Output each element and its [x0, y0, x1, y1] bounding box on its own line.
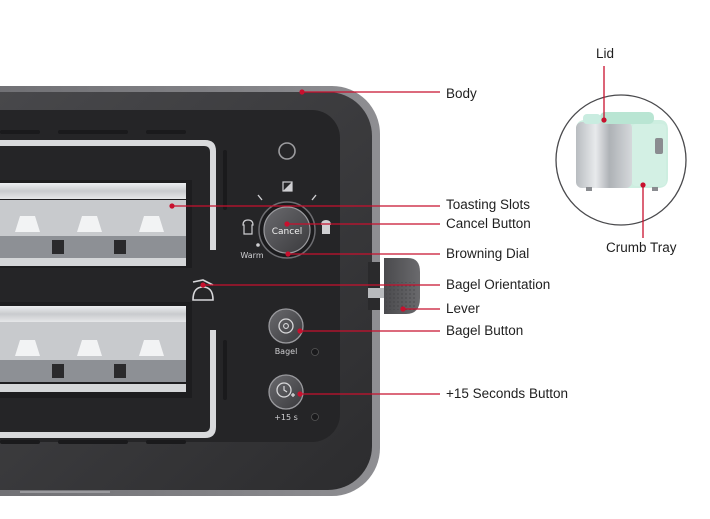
- toaster-side-view: [576, 112, 668, 191]
- label-plus15-button: +15 Seconds Button: [446, 386, 568, 401]
- bagel-button[interactable]: [268, 308, 304, 344]
- plus15-indicator-led: [311, 413, 319, 421]
- label-browning-dial: Browning Dial: [446, 246, 530, 261]
- upper-toasting-slot: [0, 180, 192, 268]
- bagel-text: Bagel: [275, 347, 298, 356]
- leader-lines: [172, 66, 644, 395]
- plus15-button[interactable]: [268, 374, 304, 410]
- inset-toaster-photo: [555, 94, 687, 226]
- bagel-indicator-led: [311, 348, 319, 356]
- leader-dots: [169, 89, 646, 397]
- clock-plus-icon: [276, 382, 295, 398]
- label-bagel-orientation: Bagel Orientation: [446, 277, 551, 292]
- indicator-ring: [278, 142, 296, 160]
- label-body: Body: [446, 86, 477, 101]
- label-crumb-tray: Crumb Tray: [606, 240, 677, 255]
- label-lever: Lever: [446, 301, 480, 316]
- label-lid: Lid: [596, 46, 615, 61]
- dark-toast-icon: [321, 220, 331, 234]
- label-bagel-button: Bagel Button: [446, 323, 524, 338]
- toaster-lever[interactable]: [368, 258, 420, 314]
- label-cancel-button: Cancel Button: [446, 216, 531, 231]
- label-toasting-slots: Toasting Slots: [446, 197, 531, 212]
- warm-text: Warm: [240, 251, 263, 260]
- browning-dial[interactable]: Cancel Warm: [240, 181, 331, 260]
- lid: [600, 112, 654, 124]
- bagel-icon: [278, 318, 294, 334]
- cancel-text: Cancel: [272, 227, 303, 237]
- plus15-text: +15 s: [274, 413, 298, 422]
- slot-frames: [0, 130, 227, 444]
- lower-toasting-slot: [0, 302, 192, 398]
- darkness-icon: [282, 181, 293, 192]
- warm-dot: [256, 243, 260, 247]
- light-toast-icon: [242, 219, 254, 235]
